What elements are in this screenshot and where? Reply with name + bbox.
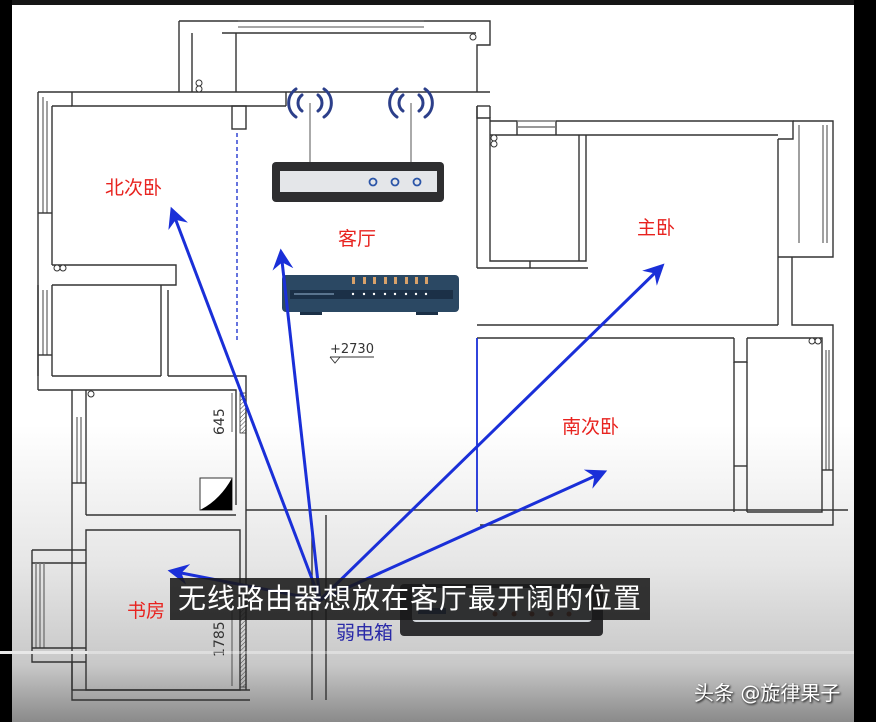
video-subtitle: 无线路由器想放在客厅最开阔的位置 [170, 578, 651, 620]
room-label-living-room: 客厅 [338, 228, 377, 250]
room-label-weak-current-box: 弱电箱 [336, 622, 394, 644]
fixtures [53, 33, 822, 398]
letterbox-left [0, 0, 12, 722]
elevation-label: +2730 [330, 342, 374, 357]
walls [31, 20, 848, 701]
elevation-mark [329, 356, 374, 364]
coverage-arrows [167, 206, 665, 602]
room-label-master-bedroom: 主卧 [637, 217, 676, 239]
letterbox-top [0, 0, 876, 5]
network-switch-icon [282, 275, 459, 315]
letterbox-right [854, 0, 876, 722]
room-label-study: 书房 [127, 600, 166, 622]
room-label-south-bedroom: 南次卧 [562, 416, 620, 438]
video-progress-played [0, 651, 88, 654]
video-progress-bar[interactable] [0, 651, 854, 654]
arrow-to-master-bedroom [318, 263, 665, 602]
room-label-north-bedroom: 北次卧 [105, 177, 163, 199]
arrow-to-living-room [272, 248, 322, 601]
corner-fixture [200, 478, 232, 510]
channel-watermark: 头条 @旋律果子 [694, 681, 841, 705]
dimension-645: 645 [212, 408, 228, 435]
arrow-to-north-bedroom [168, 206, 322, 601]
wireless-router-icon [272, 87, 444, 202]
